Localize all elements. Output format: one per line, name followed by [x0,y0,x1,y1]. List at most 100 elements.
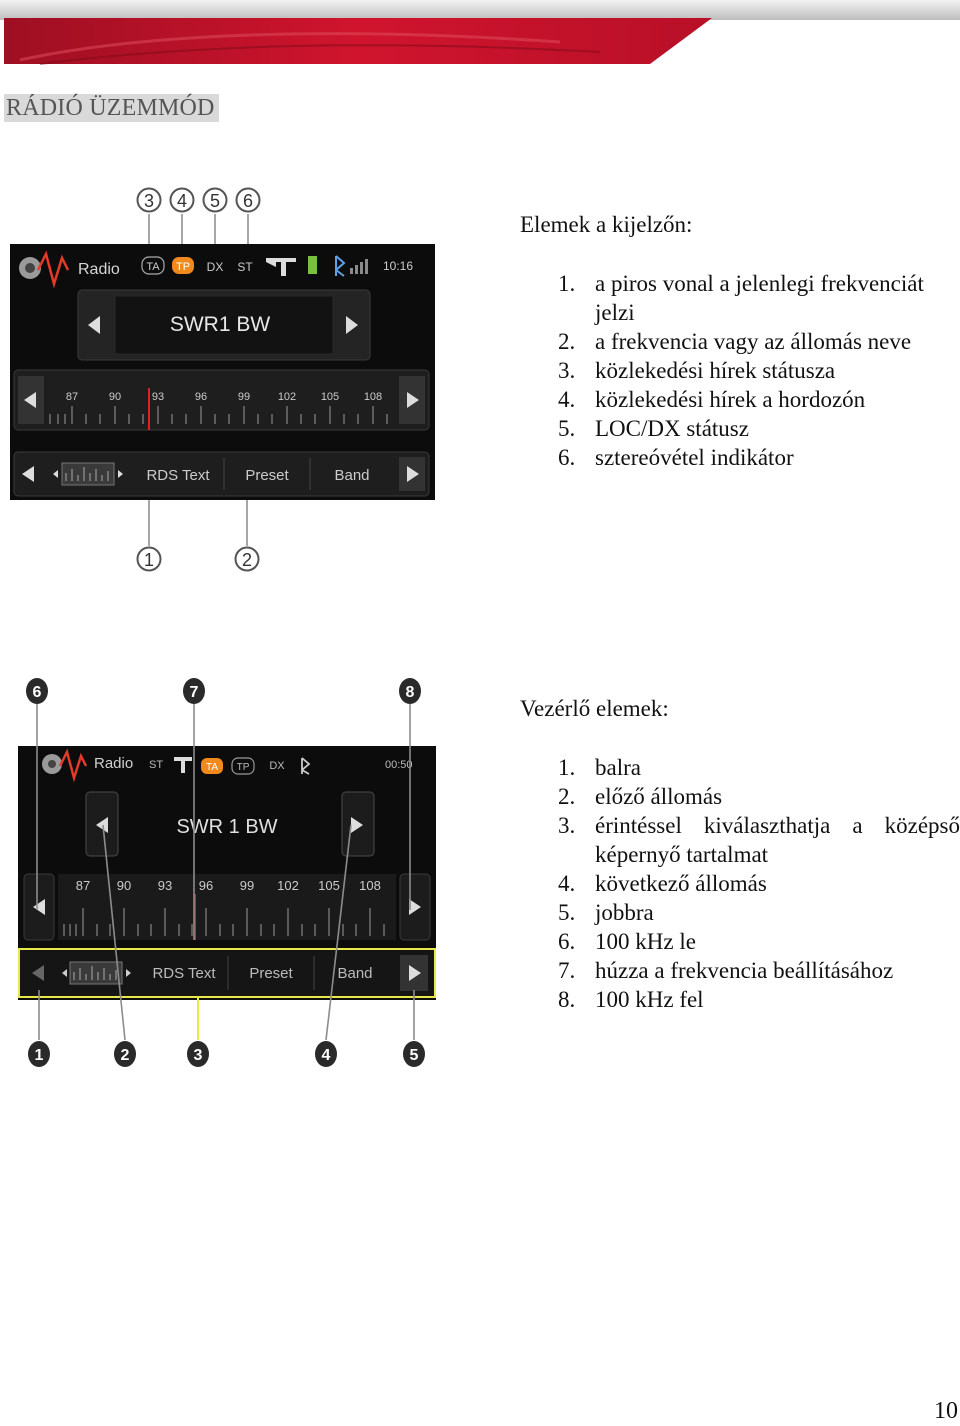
callout-1-badge: 1 [28,1041,50,1067]
callout-2-label: 2 [242,550,252,570]
radio-logo-icon [19,250,70,289]
page-number: 10 [934,1398,958,1424]
dx-indicator: DX [269,760,285,772]
clock: 10:16 [383,259,413,273]
callout-8-label: 8 [406,684,415,701]
callout-7-label: 7 [190,684,199,701]
scale-tick-93: 93 [158,878,172,893]
callout-4-badge: 4 [169,187,195,213]
callout-4-label: 4 [177,191,187,211]
list-item: 1.a piros vonal a jelenlegi frekvenciát … [558,271,924,325]
callout-1-label: 1 [35,1047,44,1064]
signal-strength-icon [350,259,368,274]
callout-1-label: 1 [144,550,154,570]
callout-5-badge: 5 [403,1041,425,1067]
scale-tick-87: 87 [66,391,78,403]
navigation-arrow-icon [266,258,296,276]
next-station-arrow-icon [346,316,358,334]
step-up-arrow-icon [409,899,421,915]
previous-station-arrow-icon [96,817,108,833]
page-title: RÁDIÓ ÜZEMMÓD [4,94,219,122]
list-item: 8.100 kHz fel [558,987,704,1012]
callout-7-badge: 7 [183,678,205,704]
list-item: 2.előző állomás [558,784,723,809]
scale-tick-108: 108 [364,391,382,403]
list-item: 6.sztereóvétel indikátor [558,445,794,470]
callout-2-badge: 2 [114,1041,136,1067]
app-label: Radio [78,261,120,278]
list-item: 4.közlekedési hírek a hordozón [558,387,866,412]
station-name-box [114,295,334,355]
callout-6-badge: 6 [26,678,48,704]
tp-indicator: TP [176,261,190,273]
callout-5-label: 5 [210,191,220,211]
tp-indicator: TP [237,762,250,773]
station-name: SWR 1 BW [176,816,277,838]
display-elements-list: 1.a piros vonal a jelenlegi frekvenciát … [558,269,958,472]
radio-logo-icon [42,748,88,783]
callout-2-label: 2 [121,1047,130,1064]
list-item: 5.LOC/DX státusz [558,416,749,441]
scale-left-arrow-icon [24,392,36,408]
ta-badge [141,256,165,275]
list-item: 2.a frekvencia vagy az állomás neve [558,329,912,354]
list-item: 4.következő állomás [558,871,767,896]
scale-tick-102: 102 [278,391,296,403]
band-softkey: Band [337,965,372,982]
step-down-arrow-icon [33,899,45,915]
control-elements-list: 1.balra 2.előző állomás 3.érintéssel kiv… [558,753,960,1014]
previous-station-arrow-icon [88,316,100,334]
app-label: Radio [94,755,133,772]
navigation-arrow-icon [174,757,192,773]
st-indicator: ST [149,759,163,771]
rds-text-softkey: RDS Text [146,467,210,484]
callout-6-label: 6 [33,684,42,701]
station-name: SWR1 BW [170,313,271,336]
preset-softkey: Preset [245,467,289,484]
scale-tick-102: 102 [277,878,299,893]
softkey-right-arrow-icon [407,466,419,482]
band-softkey: Band [334,467,369,484]
control-elements-heading: Vezérlő elemek: [520,696,669,721]
battery-icon [308,256,317,274]
scale-tick-105: 105 [318,878,340,893]
tp-badge [172,257,194,274]
list-item: 5.jobbra [558,900,654,925]
bluetooth-icon [301,757,311,775]
next-station-arrow-icon [351,817,363,833]
scale-tick-99: 99 [238,391,250,403]
scale-tick-90: 90 [109,391,121,403]
list-item: 1.balra [558,755,641,780]
display-elements-heading: Elemek a kijelzőn: [520,212,693,237]
callout-1-badge: 1 [136,546,162,572]
bluetooth-icon [335,255,346,277]
rds-text-softkey: RDS Text [152,965,216,982]
scale-thumbnail-icon [53,462,123,486]
callout-3-badge: 3 [187,1041,209,1067]
callout-3-label: 3 [144,191,154,211]
callout-4-badge: 4 [315,1041,337,1067]
dx-indicator: DX [207,260,224,274]
scale-tick-108: 108 [359,878,381,893]
callout-3-label: 3 [194,1047,203,1064]
callout-2-badge: 2 [234,546,260,572]
scale-tick-93: 93 [152,391,164,403]
radio-controls-figure: Radio ST TA TP DX 00:50 SWR 1 BW 87 90 9… [18,678,436,1067]
callout-4-label: 4 [322,1047,331,1064]
clock: 00:50 [385,759,413,771]
callout-6-badge: 6 [235,187,261,213]
callout-5-badge: 5 [202,187,228,213]
scale-tick-105: 105 [321,391,339,403]
scale-tick-marks [49,406,388,424]
list-item: 6.100 kHz le [558,929,696,954]
ta-indicator: TA [146,261,160,273]
softkey-left-arrow-icon [32,965,44,981]
callout-8-badge: 8 [399,678,421,704]
list-item: 3.közlekedési hírek státusza [558,358,836,383]
list-item: 3.érintéssel kiválaszthatja a középső ké… [558,813,960,867]
radio-display-figure: 3 4 5 6 Radio TA TP DX ST 10:16 SWR1 BW … [10,187,435,572]
scale-tick-96: 96 [195,391,207,403]
preset-softkey: Preset [249,965,293,982]
scale-tick-99: 99 [240,878,254,893]
scale-tick-marks [63,908,385,936]
